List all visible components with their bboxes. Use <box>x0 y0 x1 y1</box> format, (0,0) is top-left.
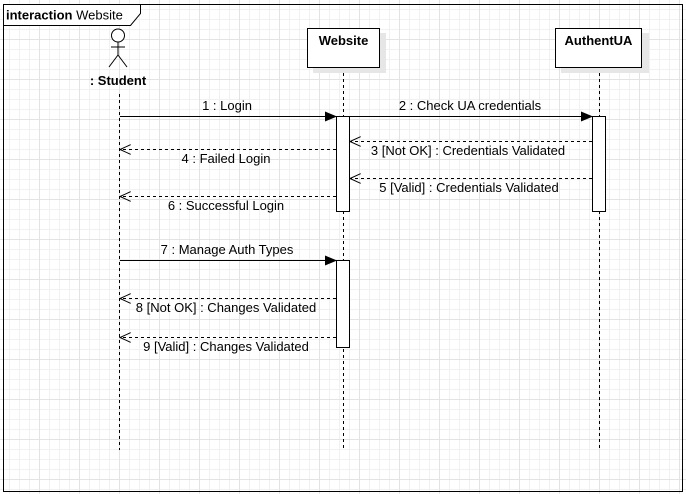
message-label: 3 [Not OK] : Credentials Validated <box>371 143 565 158</box>
message-label: 2 : Check UA credentials <box>399 98 542 113</box>
message-label: 9 [Valid] : Changes Validated <box>143 339 309 354</box>
message-label: 5 [Valid] : Credentials Validated <box>379 180 558 195</box>
activation-website-1 <box>336 116 350 212</box>
message-label: 8 [Not OK] : Changes Validated <box>136 300 316 315</box>
participant-website: Website <box>307 28 386 73</box>
message-4: 4 : Failed Login <box>120 150 336 166</box>
message-6: 6 : Successful Login <box>120 197 336 213</box>
message-2: 2 : Check UA credentials <box>350 98 593 122</box>
participant-label: : Student <box>90 73 147 88</box>
frame-name: Website <box>76 8 123 23</box>
activation-website-2 <box>336 260 350 348</box>
participant-box <box>555 28 642 68</box>
frame-keyword: interaction <box>6 8 73 23</box>
message-label: 4 : Failed Login <box>182 151 271 166</box>
message-8: 8 [Not OK] : Changes Validated <box>120 299 336 315</box>
participant-label: AuthentUA <box>565 33 633 48</box>
participant-student: : Student <box>90 28 147 88</box>
participant-authentua: AuthentUA <box>555 28 649 73</box>
message-7: 7 : Manage Auth Types <box>120 242 337 266</box>
participant-box <box>307 28 380 68</box>
message-label: 6 : Successful Login <box>168 198 284 213</box>
activation-authentua-1 <box>592 116 606 212</box>
interaction-frame: interaction Website <box>3 4 683 492</box>
frame-tab <box>3 4 141 26</box>
message-5: 5 [Valid] : Credentials Validated <box>350 179 592 195</box>
participant-label: Website <box>319 33 369 48</box>
message-label: 1 : Login <box>202 98 252 113</box>
actor-icon <box>108 28 128 68</box>
message-1: 1 : Login <box>120 98 337 122</box>
message-label: 7 : Manage Auth Types <box>161 242 294 257</box>
message-9: 9 [Valid] : Changes Validated <box>120 338 336 354</box>
frame-title: interaction Website <box>6 8 123 23</box>
message-3: 3 [Not OK] : Credentials Validated <box>350 142 592 158</box>
